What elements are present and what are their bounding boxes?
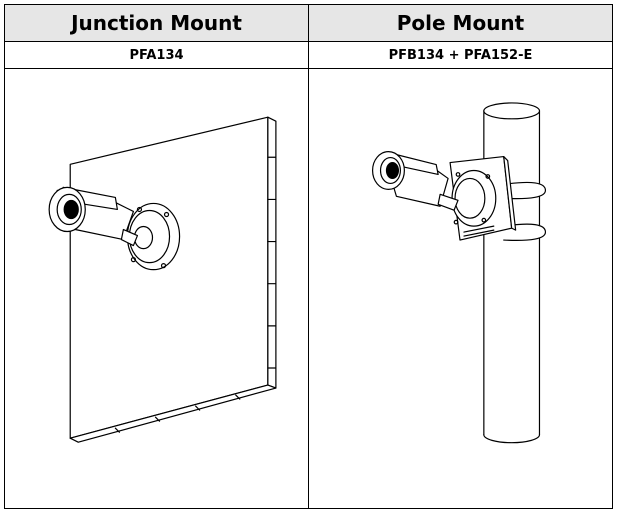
pole-mount-cell — [308, 67, 613, 509]
pole-drawing — [483, 102, 541, 444]
header-pole-mount: Pole Mount — [308, 4, 613, 42]
pole-plate-drawing — [449, 155, 517, 241]
pole-strap-drawing — [503, 181, 547, 241]
illustration-row — [4, 67, 613, 509]
header-junction-mount: Junction Mount — [4, 4, 309, 42]
wall-drawing — [69, 116, 277, 443]
junction-mount-cell — [4, 67, 309, 509]
model-junction-mount: PFA134 — [4, 41, 309, 69]
header-row: Junction Mount Pole Mount — [4, 4, 613, 42]
model-row: PFA134 PFB134 + PFA152-E — [4, 41, 613, 69]
junction-mount-illustration — [48, 116, 277, 443]
junction-box-drawing — [126, 202, 181, 271]
bullet-camera-drawing — [48, 186, 139, 247]
mount-table: Junction Mount Pole Mount PFA134 PFB134 … — [4, 4, 613, 509]
pole-mount-illustration — [371, 102, 547, 444]
model-pole-mount: PFB134 + PFA152-E — [308, 41, 613, 69]
pole-camera-drawing — [371, 151, 459, 211]
